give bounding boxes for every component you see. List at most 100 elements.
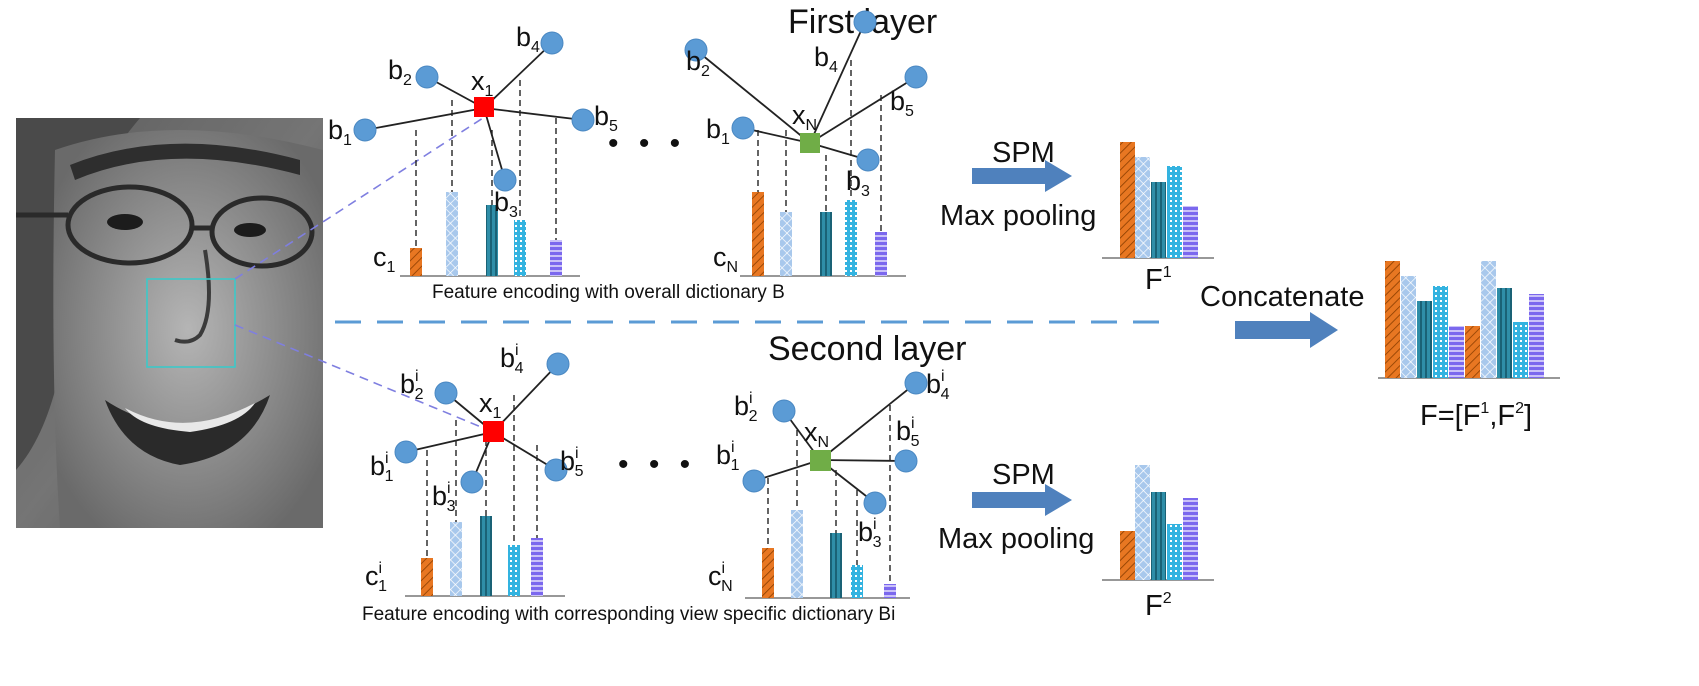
bN2-node	[684, 38, 708, 62]
bi2-node	[434, 381, 458, 405]
bar-cN-5	[875, 232, 887, 276]
bar-c1-1	[410, 248, 422, 276]
b2-label: b2	[388, 55, 412, 89]
bar-ci1-5	[531, 538, 543, 596]
bN1-label: b1	[706, 114, 730, 148]
cN-label: cN	[713, 242, 738, 276]
biN5-node	[894, 449, 918, 473]
bN4-node	[853, 10, 877, 34]
f1-histogram	[1102, 142, 1214, 259]
x1-label: x1	[471, 66, 494, 100]
spm-label-2: SPM	[992, 459, 1055, 491]
spm-label-1: SPM	[992, 137, 1055, 169]
max-pooling-label-2: Max pooling	[938, 523, 1094, 555]
bar-ci1-3	[480, 516, 492, 596]
f2-bar-1	[1120, 531, 1135, 580]
f2-bar-4	[1167, 524, 1182, 580]
f2-label: F2	[1145, 590, 1172, 622]
xN-second-label: xN	[804, 417, 829, 451]
bar-c1-3	[486, 205, 498, 276]
fc-bar-4	[1433, 286, 1448, 378]
bN1-node	[731, 116, 755, 140]
fc-bar-3	[1417, 301, 1432, 378]
second-caption: Feature encoding with corresponding view…	[362, 604, 895, 625]
first-ellipsis: • • •	[608, 127, 686, 160]
b5-label: b5	[594, 101, 618, 135]
f2-bar-5	[1183, 498, 1198, 580]
bar-ciN-3	[830, 533, 842, 598]
f1-label: F1	[1145, 264, 1172, 296]
f1-bar-5	[1183, 206, 1198, 258]
face-photo	[16, 118, 323, 528]
biN4-node	[904, 371, 928, 395]
bar-ci1-2	[450, 522, 462, 596]
b1-label: b1	[328, 115, 352, 149]
bN5-node	[904, 65, 928, 89]
biN3-node	[863, 491, 887, 515]
concatenate-label: Concatenate	[1200, 281, 1364, 313]
bi5-node	[544, 458, 568, 482]
bN5-label: b5	[890, 86, 914, 120]
fc-bar-10	[1529, 294, 1544, 378]
spm-arrow-1	[972, 160, 1072, 192]
b4-label: b4	[516, 22, 540, 56]
b5-node	[571, 108, 595, 132]
max-pooling-label-1: Max pooling	[940, 200, 1096, 232]
fc-bar-9	[1513, 322, 1528, 378]
bar-ci1-1	[421, 558, 433, 596]
fc-bar-8	[1497, 288, 1512, 378]
bar-c1-4	[514, 220, 526, 276]
fc-bar-6	[1465, 326, 1480, 378]
bar-cN-1	[752, 192, 764, 276]
x1-node	[474, 97, 494, 117]
bar-cN-4	[845, 200, 857, 276]
bar-c1-5	[550, 240, 562, 276]
xN-node	[800, 133, 820, 153]
xN-second-node	[810, 450, 831, 471]
b2-node	[415, 65, 439, 89]
c1-label: c1	[373, 242, 396, 276]
first-caption: Feature encoding with overall dictionary…	[432, 282, 785, 303]
first-layer-panel-n: b1 b2 b3 b4 b5 xN cN	[684, 10, 928, 277]
bN2-label: b2	[686, 46, 710, 80]
bN3-node	[856, 148, 880, 172]
second-ellipsis: • • •	[618, 448, 696, 481]
biN2-node	[772, 399, 796, 423]
b1-node	[353, 118, 377, 142]
bar-ciN-2	[791, 510, 803, 598]
bar-ciN-5	[884, 584, 896, 598]
b4-node	[540, 31, 564, 55]
biN1-node	[742, 469, 766, 493]
bar-c1-2	[446, 192, 458, 276]
f2-bar-3	[1151, 492, 1166, 580]
face-roi-box	[146, 278, 236, 368]
xN-label: xN	[792, 100, 817, 134]
fc-bar-1	[1385, 261, 1400, 378]
b3-label: b3	[494, 187, 518, 221]
first-layer-panel-1: b1 b2 b3 b4 b5 x1 c1	[328, 22, 618, 277]
f1-bar-1	[1120, 142, 1135, 258]
f1-bar-3	[1151, 182, 1166, 258]
bar-cN-2	[780, 212, 792, 276]
fc-bar-5	[1449, 326, 1464, 378]
second-layer-title: Second layer	[768, 330, 966, 368]
spm-arrow-2	[972, 484, 1072, 516]
bar-ci1-4	[508, 545, 520, 596]
concatenate-arrow	[1235, 312, 1338, 348]
fc-bar-2	[1401, 276, 1416, 378]
f1-bar-4	[1167, 166, 1182, 258]
bN4-label: b4	[814, 42, 838, 76]
f1-bar-2	[1135, 157, 1150, 258]
x1-second-node	[483, 421, 504, 442]
